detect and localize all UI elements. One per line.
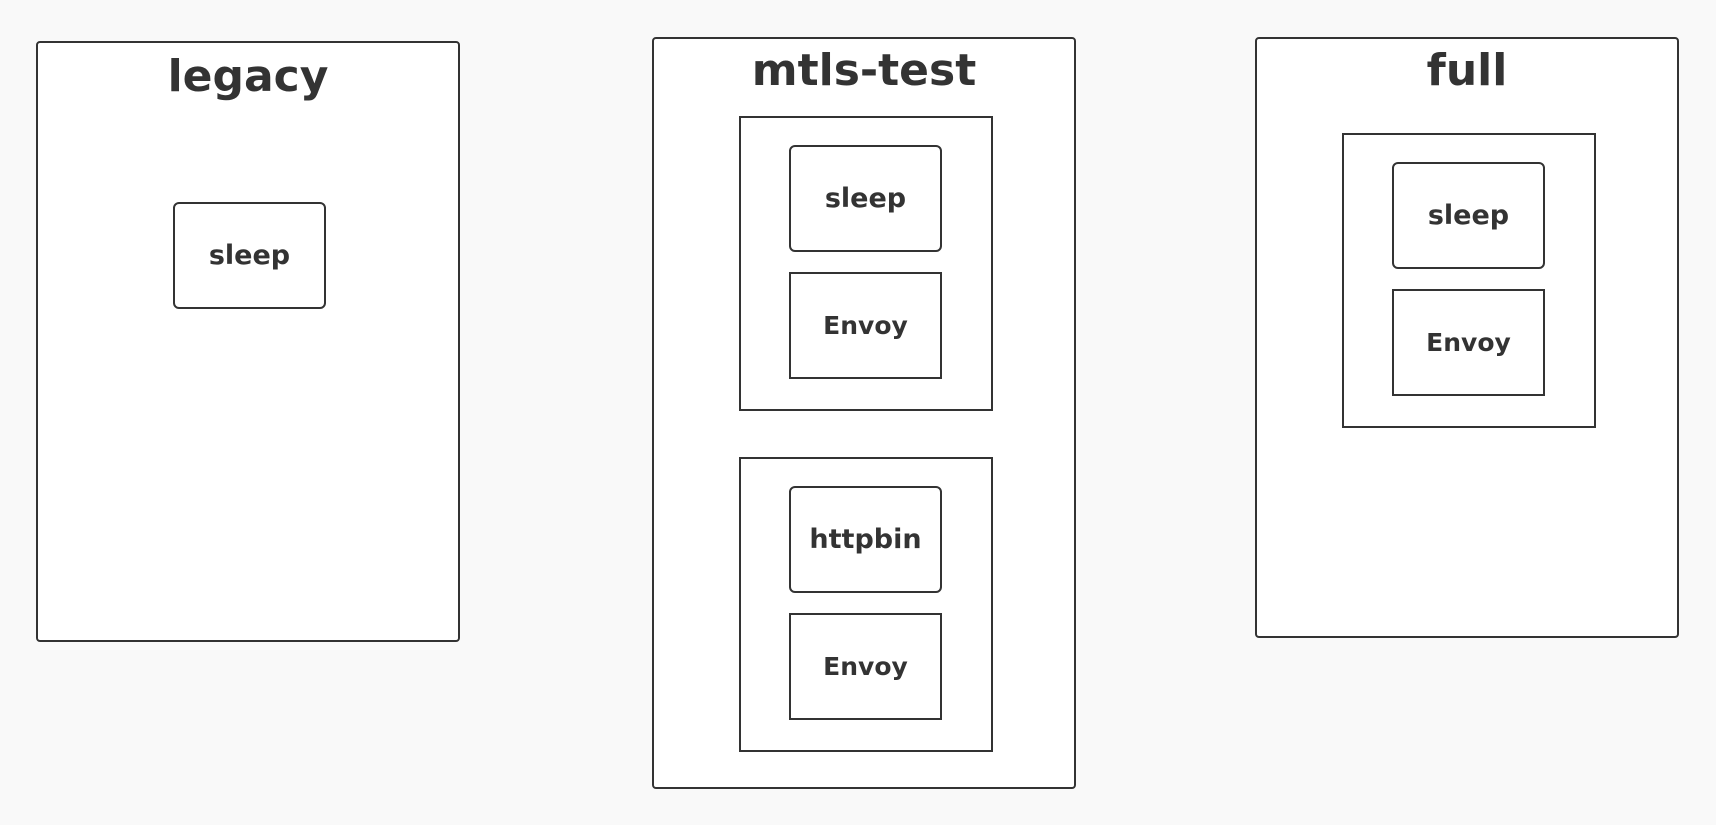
container-httpbin: httpbin <box>789 486 942 593</box>
pod-sleep: sleep Envoy <box>1342 133 1596 428</box>
pod-sleep: sleep Envoy <box>739 116 993 411</box>
namespace-title: legacy <box>167 51 329 102</box>
container-sleep: sleep <box>1392 162 1545 269</box>
namespace-mtls-test: mtls-test sleep Envoy httpbin Envoy <box>652 37 1076 789</box>
container-sleep: sleep <box>173 202 326 309</box>
container-sleep: sleep <box>789 145 942 252</box>
namespace-title: mtls-test <box>751 45 977 96</box>
container-envoy: Envoy <box>789 613 942 720</box>
namespace-full: full sleep Envoy <box>1255 37 1679 638</box>
container-envoy: Envoy <box>1392 289 1545 396</box>
namespace-title: full <box>1426 45 1508 96</box>
pod-httpbin: httpbin Envoy <box>739 457 993 752</box>
container-envoy: Envoy <box>789 272 942 379</box>
namespace-legacy: legacy sleep <box>36 41 460 642</box>
